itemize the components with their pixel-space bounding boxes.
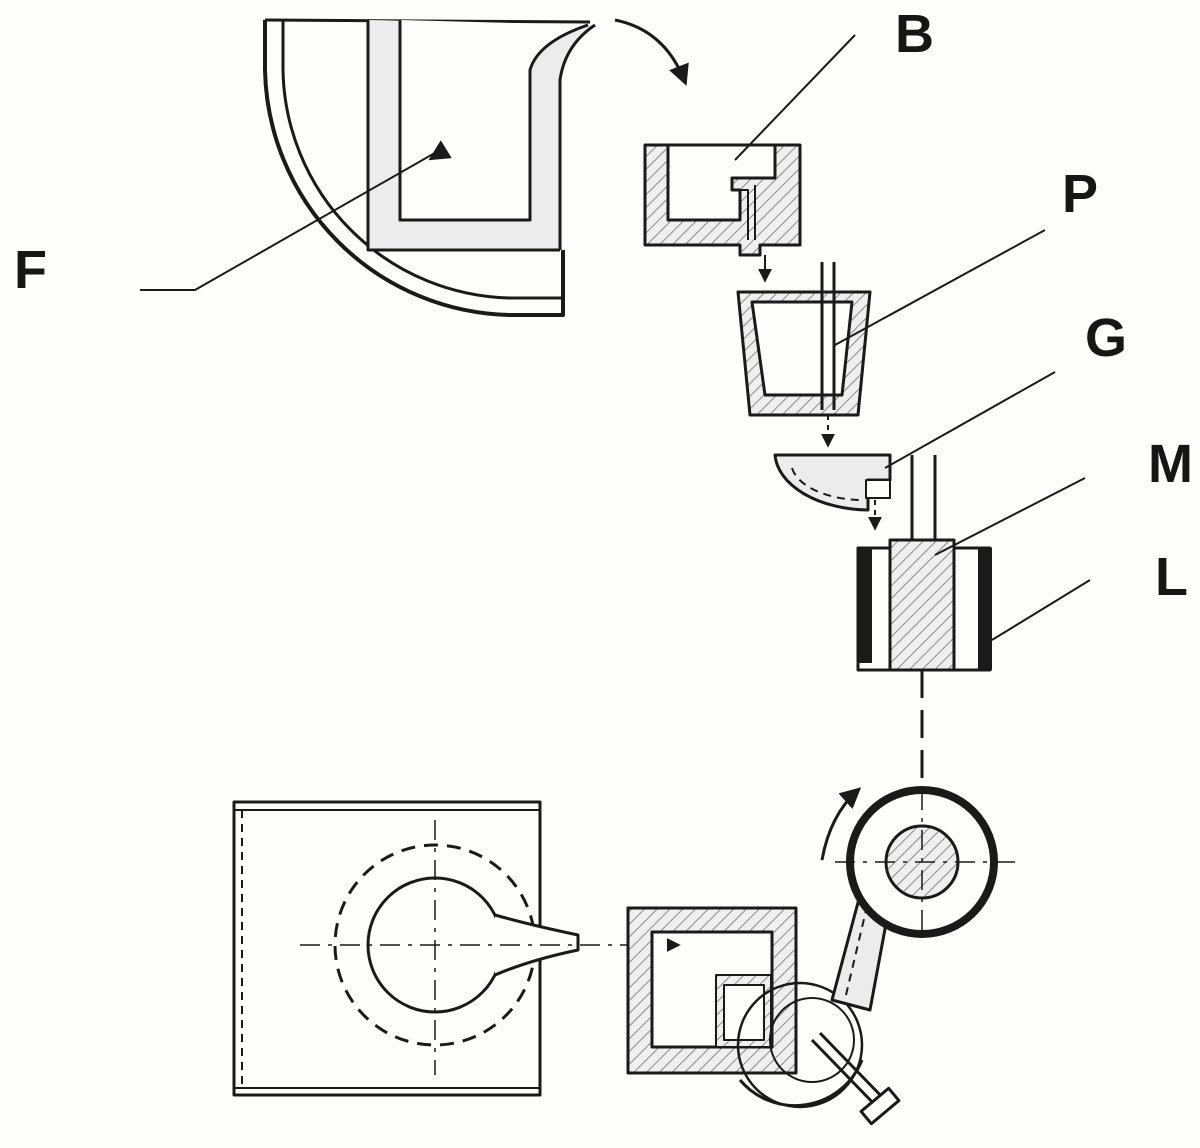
label-p: P <box>1062 164 1098 224</box>
plan-view-furnace <box>232 800 630 1097</box>
plan-view-ladle <box>626 906 901 1126</box>
pouring-box-p <box>736 262 872 448</box>
label-m: M <box>1148 434 1193 494</box>
label-g: G <box>1085 308 1127 368</box>
mould-assembly <box>856 455 992 800</box>
label-l: L <box>1155 547 1188 607</box>
plan-view-mould <box>820 786 1020 938</box>
furnace-f <box>263 18 596 317</box>
leader-lines <box>140 34 1091 641</box>
tilt-arrow <box>614 18 689 86</box>
runner-g <box>773 453 892 531</box>
ladle-b <box>643 143 802 283</box>
label-b: B <box>895 4 934 64</box>
label-f: F <box>14 240 47 300</box>
